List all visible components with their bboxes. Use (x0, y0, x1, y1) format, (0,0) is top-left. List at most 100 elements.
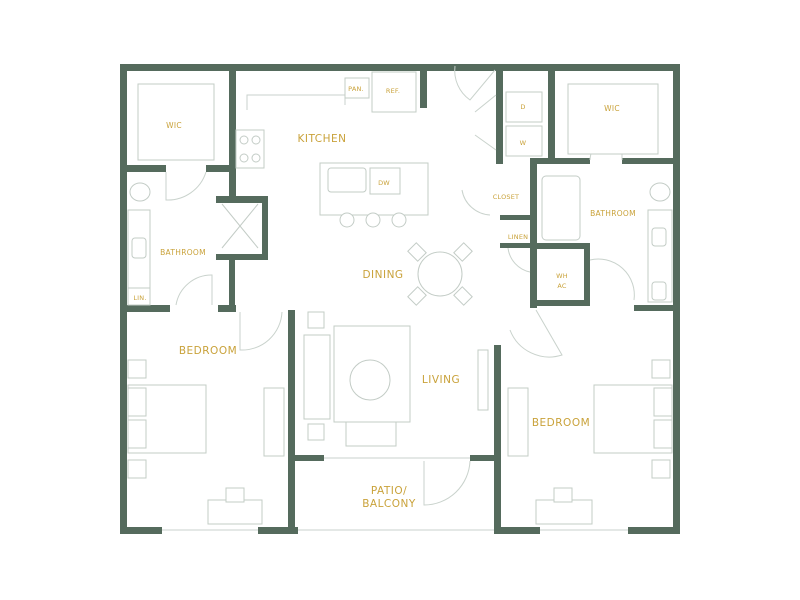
kitchen-outline (246, 78, 346, 110)
label-dryer: D (520, 103, 525, 111)
fixtures (127, 71, 673, 525)
label-bedroom-right: BEDROOM (532, 417, 590, 429)
toilet-right (649, 182, 671, 202)
lamp-table-2 (307, 423, 325, 441)
wall-patio-top-2 (470, 455, 500, 461)
wall-wic-left-east (229, 64, 236, 198)
label-closet: CLOSET (493, 193, 519, 201)
tub-right (541, 175, 581, 241)
wall-whac-south (536, 300, 590, 306)
nightstand-left-2 (127, 459, 147, 479)
label-wic-left: WIC (166, 121, 182, 130)
label-kitchen: KITCHEN (298, 133, 347, 145)
wic-right-shelf (567, 83, 659, 155)
wall-closet-bottom (500, 215, 536, 220)
label-pantry: PAN. (348, 85, 364, 93)
walls (120, 64, 680, 534)
door-bath-left (175, 274, 213, 306)
shower-left (221, 203, 259, 249)
pillow-left-1 (127, 387, 147, 417)
dresser-right (507, 387, 529, 457)
label-patio: PATIO/ (371, 485, 407, 497)
outer-wall-top (120, 64, 680, 71)
tv-console (477, 349, 489, 411)
nightstand-right-1 (651, 359, 671, 379)
sink-right-1 (651, 227, 667, 247)
sink-right-2 (651, 281, 667, 301)
wall-closet-top (530, 158, 590, 164)
wall-bath-right-south-2 (634, 305, 680, 311)
wall-bath-right-south-1 (536, 243, 588, 249)
door-linen (507, 247, 531, 273)
label-dishwasher: DW (378, 179, 390, 187)
cooktop (235, 129, 265, 169)
dining-chair-2 (453, 242, 473, 262)
wall-laundry-east (548, 64, 555, 164)
label-living: LIVING (422, 374, 460, 386)
toilet-left (129, 182, 151, 202)
dining-chair-4 (453, 286, 473, 306)
label-washer: W (520, 139, 527, 147)
desk-left (207, 499, 263, 525)
outer-wall-bottom-2 (258, 527, 298, 534)
door-patio (423, 460, 471, 506)
lamp-table-1 (307, 311, 325, 329)
wall-bedroom-left-east (288, 310, 295, 534)
dining-chair-1 (407, 242, 427, 262)
wall-bedroom-right-west (494, 345, 501, 534)
pillow-left-2 (127, 419, 147, 449)
door-laundry (474, 94, 497, 151)
door-entry (454, 65, 496, 101)
chair-right (553, 487, 573, 503)
wall-bath-left-south-2 (218, 305, 236, 312)
door-bedroom-left (239, 311, 283, 351)
washer-box (505, 125, 543, 157)
wall-wic-left-south-2 (206, 165, 236, 172)
refrigerator-box (371, 71, 417, 113)
door-bath-right (589, 258, 635, 301)
stool-2 (365, 212, 381, 228)
wall-shower-right (262, 196, 268, 256)
door-closet (461, 189, 491, 216)
label-dining: DINING (362, 269, 403, 281)
label-wic-right: WIC (604, 104, 620, 113)
label-refrigerator: REF. (386, 87, 400, 95)
label-bathroom-left: BATHROOM (160, 248, 206, 257)
dishwasher-box (369, 167, 401, 195)
loveseat (345, 421, 397, 447)
label-wh: WH (556, 272, 568, 280)
room-labels: WIC WIC PAN. REF. KITCHEN DW D W CLOSET … (133, 85, 636, 510)
coffee-table (349, 359, 391, 401)
wall-shower-bottom (216, 254, 268, 260)
dining-table (417, 251, 463, 297)
wall-kitchen-pantry (420, 64, 427, 108)
wall-wic-right-south (622, 158, 680, 164)
outer-wall-right (673, 64, 680, 534)
burner-4 (251, 153, 261, 163)
nightstand-left-1 (127, 359, 147, 379)
label-linen-left: LIN. (133, 294, 146, 302)
sofa (303, 334, 331, 420)
chair-left (225, 487, 245, 503)
door-bedroom-right (509, 309, 563, 358)
kitchen-sink (327, 167, 367, 193)
label-balcony: BALCONY (362, 498, 416, 510)
label-linen-right: LINEN (508, 233, 528, 241)
outer-wall-left (120, 64, 127, 534)
label-bathroom-right: BATHROOM (590, 209, 636, 218)
stool-3 (391, 212, 407, 228)
burner-2 (251, 135, 261, 145)
dining-chair-3 (407, 286, 427, 306)
outer-wall-bottom-3 (494, 527, 540, 534)
label-ac: AC (557, 282, 567, 290)
burner-1 (239, 135, 249, 145)
wall-whac-east (584, 243, 590, 305)
wall-wic-left-south-1 (120, 165, 166, 172)
dresser-left (263, 387, 285, 457)
pillow-right-1 (653, 387, 673, 417)
door-wic-left (165, 171, 207, 201)
pillow-right-2 (653, 419, 673, 449)
burner-3 (239, 153, 249, 163)
wall-patio-top-1 (288, 455, 324, 461)
